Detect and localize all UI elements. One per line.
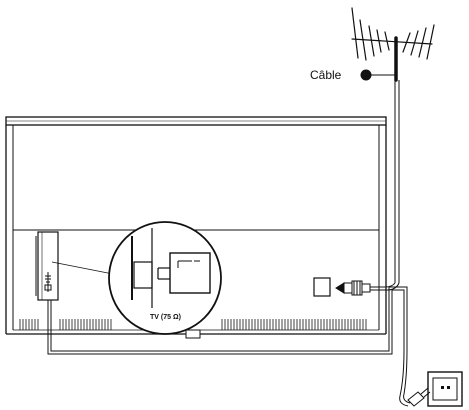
tv-body <box>5 116 387 335</box>
antenna-icon <box>351 7 435 82</box>
antenna-cable <box>394 80 400 283</box>
coaxial-connector-icon <box>335 280 371 296</box>
port-label: TV (75 Ω) <box>150 314 181 321</box>
magnifier-panel-detail <box>131 228 211 308</box>
cable-label: Câble <box>310 68 342 82</box>
power-outlet-icon <box>427 371 463 407</box>
power-cord <box>47 286 411 407</box>
cable-dot-icon <box>360 69 372 81</box>
magnifier-leader-line <box>51 261 119 276</box>
power-inlet <box>313 277 331 297</box>
vent-grille <box>19 319 367 330</box>
antenna-in-port-icon <box>44 272 52 292</box>
connector-cable <box>370 282 400 291</box>
tv-stand-foot <box>185 329 201 339</box>
magnifier-circle <box>108 221 222 335</box>
power-plug-icon <box>407 387 431 407</box>
